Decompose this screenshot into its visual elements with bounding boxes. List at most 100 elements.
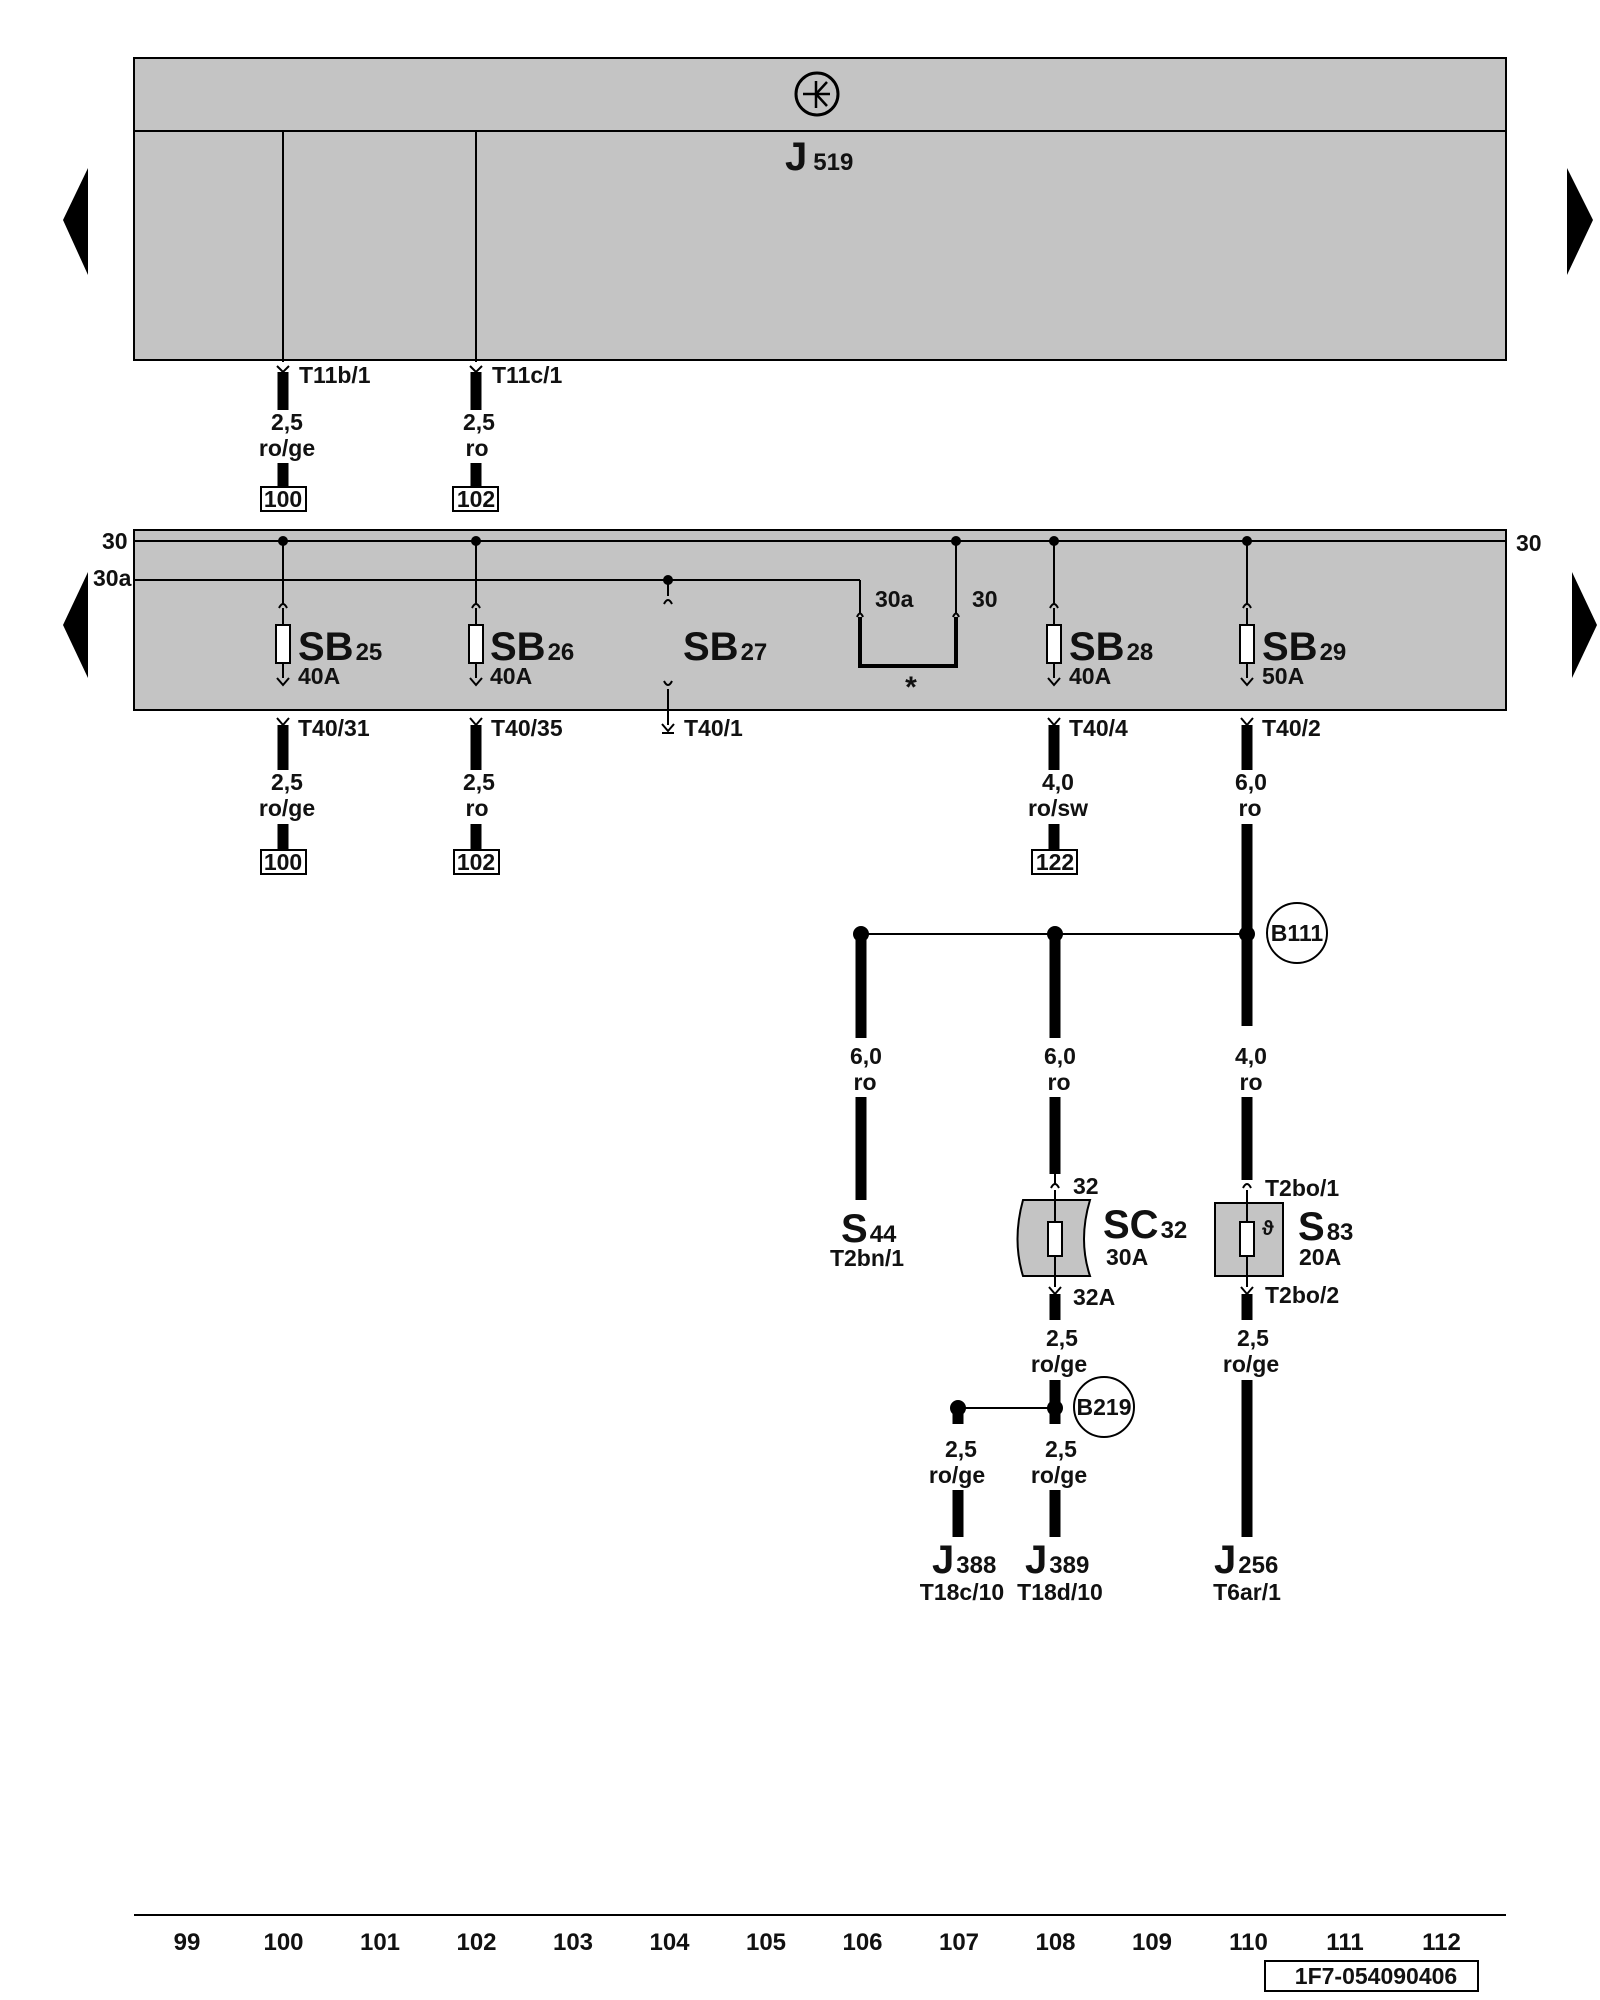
fuse-name: SB25 <box>298 625 382 669</box>
reference-number[interactable]: 102 <box>457 849 495 875</box>
fuse-sb28[interactable]: SB28 40A <box>1046 536 1153 689</box>
control-unit-symbol-icon <box>794 71 840 117</box>
wire-gauge: 6,0 <box>1235 769 1267 795</box>
wire-gauge: 2,5 <box>463 769 495 795</box>
control-unit-output-1: T11b/1 2,5 ro/ge 100 <box>259 362 371 512</box>
load-j389: 2,5 ro/ge J389 T18d/10 <box>1017 1408 1103 1605</box>
nav-arrow-right-top[interactable] <box>1567 168 1593 275</box>
rail-30-label-right: 30 <box>1516 530 1542 556</box>
bridge: 30a 30 * <box>856 536 998 704</box>
doc-id-box <box>1264 1960 1479 1992</box>
wire-color: ro <box>466 435 489 461</box>
reference-box[interactable] <box>452 486 499 512</box>
junction-b111: B111 <box>853 902 1328 964</box>
component-connector: T2bn/1 <box>830 1245 904 1271</box>
wire-gauge: 2,5 <box>1045 1436 1077 1462</box>
fuse-box: 30 30 30a 30a 30 * SB25 40A <box>93 528 1542 725</box>
scale-tick-label: 109 <box>1132 1929 1172 1956</box>
fuse-sb25[interactable]: SB25 40A <box>275 536 382 689</box>
reference-box[interactable] <box>260 849 307 875</box>
scale-tick-label: 112 <box>1422 1929 1461 1956</box>
wire-gauge: 6,0 <box>850 1043 882 1069</box>
wire-color: ro <box>1240 1069 1263 1095</box>
scale-tick-label: 108 <box>1035 1929 1075 1956</box>
fuse-rating: 30A <box>1106 1244 1148 1270</box>
scale-tick-label: 102 <box>456 1929 496 1956</box>
component-j388[interactable]: J388 <box>932 1538 996 1582</box>
fuse-output-sb28: T40/4 4,0 ro/sw 122 <box>1028 715 1128 875</box>
load-j388: 2,5 ro/ge J388 T18c/10 <box>920 1408 1004 1605</box>
branch-sc32: 6,0 ro 32 SC32 30A 32A 2,5 ro/ge <box>1016 934 1187 1408</box>
component-connector: T18d/10 <box>1017 1579 1103 1605</box>
scale-tick-label: 104 <box>649 1929 690 1956</box>
scale-tick-label: 110 <box>1229 1929 1268 1956</box>
connector-label: T40/4 <box>1069 715 1128 741</box>
fuse-sb27[interactable]: SB27 <box>663 575 767 725</box>
wire-gauge: 2,5 <box>271 769 303 795</box>
fuse-output-sb25: T40/31 2,5 ro/ge 100 <box>259 715 370 875</box>
bridge-label-30: 30 <box>972 586 998 612</box>
component-s83[interactable]: S83 <box>1298 1205 1353 1249</box>
connector-label: T40/1 <box>684 715 743 741</box>
fuse-name: SB29 <box>1262 625 1346 669</box>
pin-label: T2bo/2 <box>1265 1282 1339 1308</box>
nav-arrow-left-top[interactable] <box>63 168 88 275</box>
control-unit-panel <box>133 57 1507 361</box>
fuse-output-sb29: T40/2 6,0 ro <box>1235 715 1321 1026</box>
component-j389[interactable]: J389 <box>1025 1538 1089 1582</box>
wire-gauge: 2,5 <box>1237 1325 1269 1351</box>
wire-color: ro <box>854 1069 877 1095</box>
reference-box[interactable] <box>260 486 307 512</box>
pin-label: T2bo/1 <box>1265 1175 1339 1201</box>
fuse-rating: 40A <box>490 663 532 689</box>
rail-30a-label: 30a <box>93 565 132 591</box>
rail-30-label-left: 30 <box>102 528 128 554</box>
bridge-label-30a: 30a <box>875 586 914 612</box>
component-j256[interactable]: J256 <box>1214 1538 1278 1582</box>
fuse-rating: 20A <box>1299 1244 1341 1270</box>
load-j256: J256 T6ar/1 <box>1213 1538 1281 1605</box>
nav-arrow-left-mid[interactable] <box>63 572 88 678</box>
wire-color: ro/ge <box>259 435 315 461</box>
junction-b219: B219 <box>950 1376 1135 1438</box>
wire-gauge: 4,0 <box>1042 769 1074 795</box>
doc-id: 1F7-054090406 <box>1295 1963 1457 1989</box>
reference-box[interactable] <box>453 849 500 875</box>
fuse-box-panel <box>133 529 1507 711</box>
scale-tick-label: 100 <box>263 1929 303 1956</box>
reference-number[interactable]: 100 <box>264 486 302 512</box>
wire-color: ro/ge <box>1031 1462 1087 1488</box>
fuse-rating: 40A <box>1069 663 1111 689</box>
fuse-sb29[interactable]: SB29 50A <box>1239 536 1346 689</box>
component-connector: T6ar/1 <box>1213 1579 1281 1605</box>
reference-number[interactable]: 102 <box>457 486 495 512</box>
fuse-sb26[interactable]: SB26 40A <box>468 536 574 689</box>
pin-label: 32A <box>1073 1284 1115 1310</box>
connector-label: T11b/1 <box>299 362 371 388</box>
fuse-output-sb26: T40/35 2,5 ro 102 <box>453 715 563 875</box>
wire-color: ro <box>466 795 489 821</box>
wire-color: ro/ge <box>1031 1351 1087 1377</box>
component-s44[interactable]: S44 <box>841 1207 897 1251</box>
wire-gauge: 2,5 <box>271 409 303 435</box>
connector-label: T40/31 <box>298 715 370 741</box>
connector-label: T40/35 <box>491 715 563 741</box>
wire-color: ro/ge <box>929 1462 985 1488</box>
fuse-output-sb27: T40/1 <box>661 715 743 741</box>
scale-tick-label: 111 <box>1326 1929 1363 1956</box>
reference-box[interactable] <box>1031 849 1078 875</box>
connector-label: T40/2 <box>1262 715 1321 741</box>
component-sc32[interactable]: SC32 <box>1103 1203 1187 1247</box>
wire-color: ro <box>1048 1069 1071 1095</box>
bridge-note: * <box>905 671 917 704</box>
reference-number[interactable]: 100 <box>264 849 302 875</box>
nav-arrow-right-mid[interactable] <box>1572 572 1597 678</box>
scale-tick-label: 99 <box>174 1929 201 1956</box>
junction-label: B111 <box>1271 920 1324 946</box>
wire-color: ro/ge <box>259 795 315 821</box>
fuse-name: SB27 <box>683 625 767 669</box>
reference-number[interactable]: 122 <box>1036 849 1074 875</box>
